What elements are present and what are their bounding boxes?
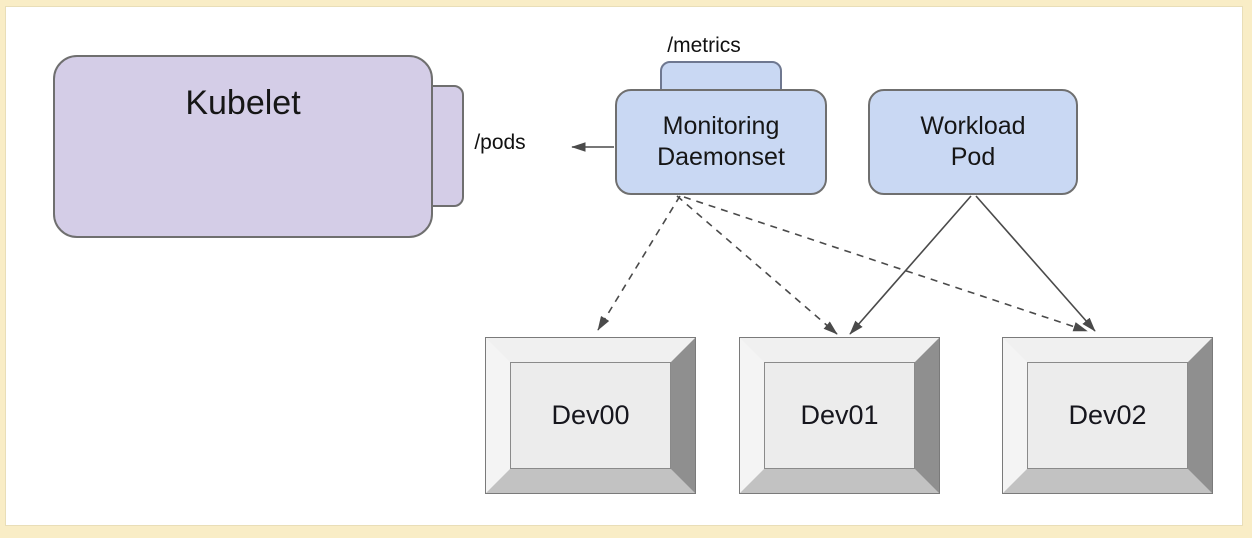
dev01-label: Dev01 <box>800 400 879 430</box>
monitoring-daemonset-label: Monitoring Daemonset <box>657 112 785 171</box>
node-kubelet: Kubelet <box>53 55 433 238</box>
node-dev01: Dev01 <box>740 338 939 493</box>
node-workload-pod: Workload Pod <box>868 89 1078 195</box>
workload-pod-label: Workload Pod <box>920 112 1026 171</box>
pods-endpoint-label: /pods <box>474 131 526 154</box>
node-dev00: Dev00 <box>486 338 695 493</box>
metrics-endpoint-label: /metrics <box>667 34 741 57</box>
dev02-label: Dev02 <box>1068 400 1147 430</box>
kubelet-label: Kubelet <box>185 84 301 122</box>
dev00-label: Dev00 <box>551 400 630 430</box>
node-dev02: Dev02 <box>1003 338 1212 493</box>
kubelet-side-tab <box>428 85 464 207</box>
node-monitoring-daemonset: Monitoring Daemonset <box>615 89 827 195</box>
